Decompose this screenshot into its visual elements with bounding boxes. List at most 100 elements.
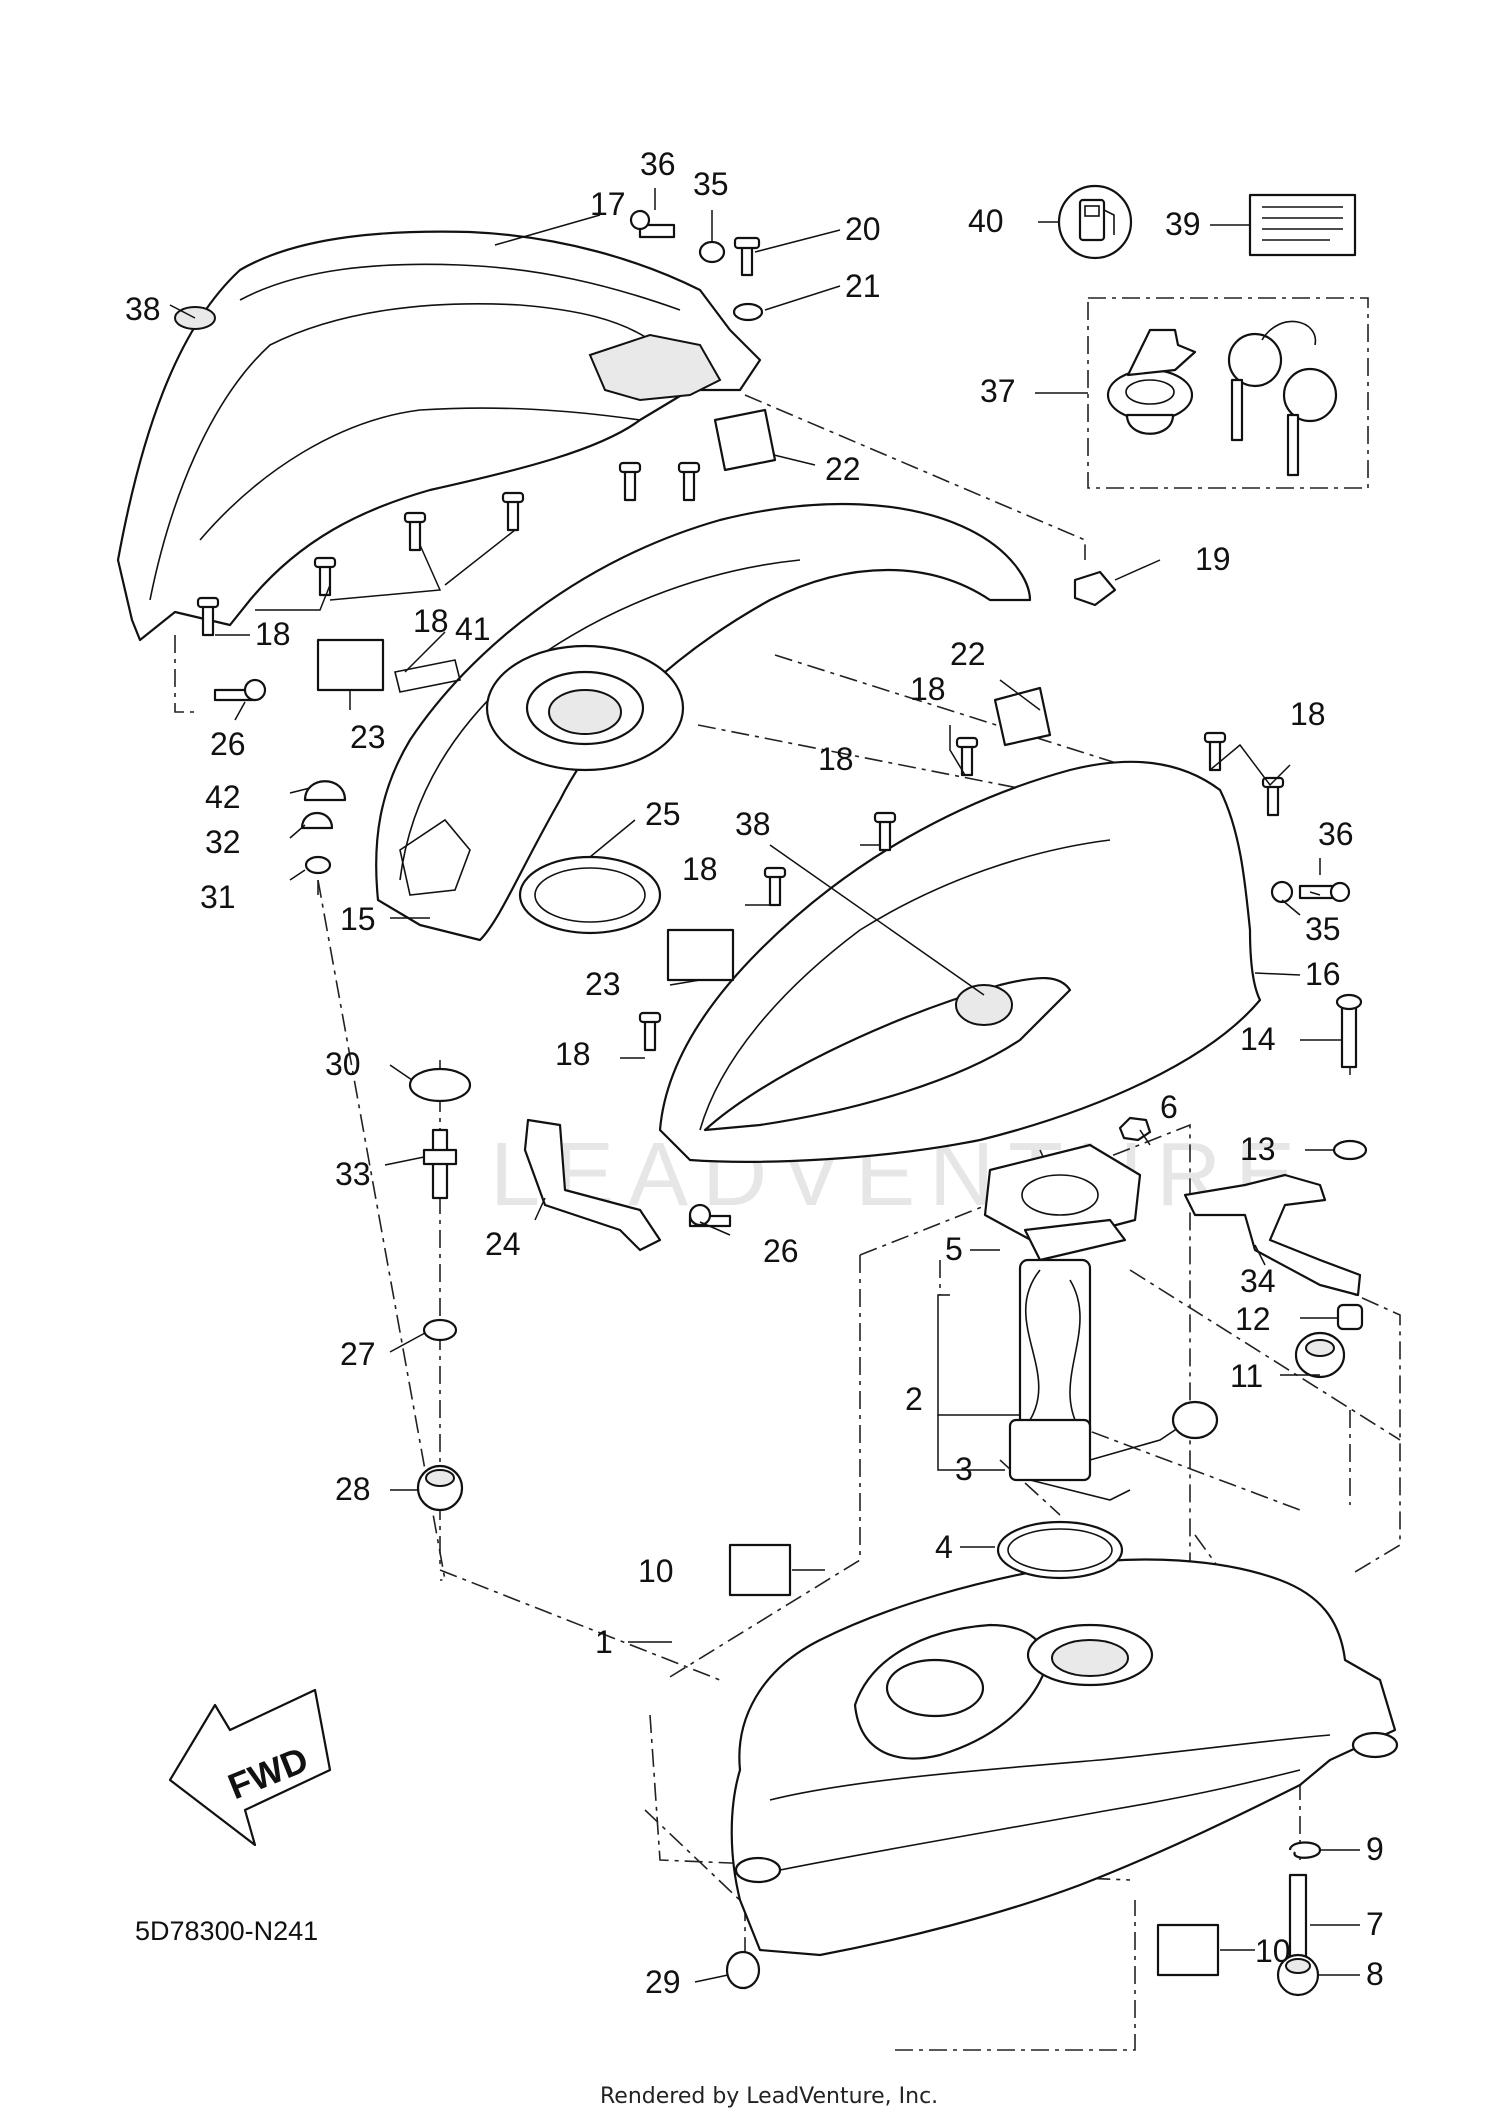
callout-25: 25 xyxy=(645,796,681,832)
pump-o-ring xyxy=(996,1520,1124,1580)
hose-icon xyxy=(1288,1873,1308,1962)
clip-icon xyxy=(1288,1841,1322,1859)
callout-40: 40 xyxy=(968,203,1004,239)
washer-icon xyxy=(422,1318,458,1342)
callout-27: 27 xyxy=(340,1336,376,1372)
label-strip-icon xyxy=(394,659,461,693)
center-tank-cover[interactable] xyxy=(375,502,1032,942)
bolt-icon xyxy=(1298,881,1351,903)
screw-icon xyxy=(403,511,427,552)
bolt-icon xyxy=(213,678,267,702)
footer-credit: Rendered by LeadVenture, Inc. xyxy=(600,2084,938,2109)
cap-icon xyxy=(303,780,347,802)
callout-17: 17 xyxy=(590,186,626,222)
cap-key-set-box xyxy=(1087,297,1369,489)
washer-icon xyxy=(1270,880,1294,904)
clip-nut-icon xyxy=(1073,570,1117,607)
damper-icon xyxy=(728,1543,792,1597)
upper-tank-cover[interactable] xyxy=(116,230,762,642)
callout-5: 5 xyxy=(945,1231,963,1267)
callout-38b: 38 xyxy=(735,806,771,842)
screw-icon xyxy=(763,866,787,907)
callout-35a: 35 xyxy=(693,166,729,202)
callout-30: 30 xyxy=(325,1046,361,1082)
hardware-group xyxy=(196,209,1368,1997)
label-card-icon xyxy=(1248,193,1357,257)
callout-37: 37 xyxy=(980,373,1016,409)
bolt-icon xyxy=(1340,1003,1358,1069)
callout-31: 31 xyxy=(200,879,236,915)
callout-32: 32 xyxy=(205,824,241,860)
screw-icon xyxy=(873,811,897,852)
callout-34: 34 xyxy=(1240,1263,1276,1299)
screw-icon xyxy=(638,1011,662,1052)
screw-icon xyxy=(1203,731,1227,772)
callout-18b: 18 xyxy=(413,603,449,639)
screw-icon xyxy=(677,461,701,502)
damper-icon xyxy=(1156,1923,1220,1977)
callout-10a: 10 xyxy=(638,1553,674,1589)
yamaha-emblem-icon xyxy=(955,984,1013,1026)
collar-icon xyxy=(1336,1303,1364,1331)
key-icon xyxy=(1282,367,1338,423)
bolt-icon xyxy=(733,236,761,277)
callout-8: 8 xyxy=(1366,1956,1384,1992)
callout-24: 24 xyxy=(485,1226,521,1262)
callout-4: 4 xyxy=(935,1529,953,1565)
callout-36a: 36 xyxy=(640,146,676,182)
callout-23a: 23 xyxy=(350,719,386,755)
callout-1: 1 xyxy=(595,1624,613,1660)
washer-icon xyxy=(1332,1139,1368,1161)
forward-arrow: FWD xyxy=(168,1688,332,1847)
callout-18e: 18 xyxy=(818,741,854,777)
callout-35b: 35 xyxy=(1305,911,1341,947)
washer-icon xyxy=(698,240,726,264)
callouts: 1 2 3 4 5 6 7 8 9 10 10 11 12 13 14 15 1… xyxy=(125,146,1384,2000)
callout-33: 33 xyxy=(335,1156,371,1192)
callout-23b: 23 xyxy=(585,966,621,1002)
callout-19: 19 xyxy=(1195,541,1231,577)
washer-icon xyxy=(408,1067,472,1103)
callout-38a: 38 xyxy=(125,291,161,327)
right-tank-cover[interactable] xyxy=(658,760,1262,1163)
bolt-icon xyxy=(688,1203,732,1228)
screw-icon xyxy=(618,461,642,502)
callout-13: 13 xyxy=(1240,1131,1276,1167)
damper-icon xyxy=(713,408,777,472)
callout-22a: 22 xyxy=(825,451,861,487)
callout-39: 39 xyxy=(1165,206,1201,242)
callout-6: 6 xyxy=(1160,1089,1178,1125)
callout-18g: 18 xyxy=(1290,696,1326,732)
fuel-cap-and-keys[interactable] xyxy=(1106,320,1338,477)
callout-9: 9 xyxy=(1366,1831,1384,1867)
fuel-tank[interactable] xyxy=(730,1558,1399,1957)
washer-icon xyxy=(304,855,332,875)
screw-icon xyxy=(1261,776,1285,817)
fuel-pump-assembly[interactable] xyxy=(983,1116,1219,1580)
forward-arrow-icon xyxy=(168,1688,332,1847)
damper-icon xyxy=(666,928,735,982)
collar-icon xyxy=(725,1950,761,1990)
callout-28: 28 xyxy=(335,1471,371,1507)
callout-29: 29 xyxy=(645,1964,681,2000)
callout-3: 3 xyxy=(955,1451,973,1487)
callout-10b: 10 xyxy=(1255,1933,1291,1969)
callout-15: 15 xyxy=(340,901,376,937)
bracket-left[interactable] xyxy=(523,1118,662,1252)
washer-icon xyxy=(732,302,764,322)
cap-icon xyxy=(300,812,334,830)
callout-18f: 18 xyxy=(910,671,946,707)
bracket-right[interactable] xyxy=(1183,1173,1362,1297)
screw-icon xyxy=(955,736,979,777)
callout-26b: 26 xyxy=(763,1233,799,1269)
diagram-code: 5D78300-N241 xyxy=(135,1916,318,1946)
fuel-label xyxy=(1057,184,1133,260)
fuel-pump-icon xyxy=(1078,198,1106,242)
callout-42: 42 xyxy=(205,779,241,815)
callout-21: 21 xyxy=(845,268,881,304)
damper-icon xyxy=(993,686,1052,747)
key-icon xyxy=(1227,332,1283,388)
callout-22b: 22 xyxy=(950,636,986,672)
callout-41: 41 xyxy=(455,611,491,647)
callout-18a: 18 xyxy=(255,616,291,652)
